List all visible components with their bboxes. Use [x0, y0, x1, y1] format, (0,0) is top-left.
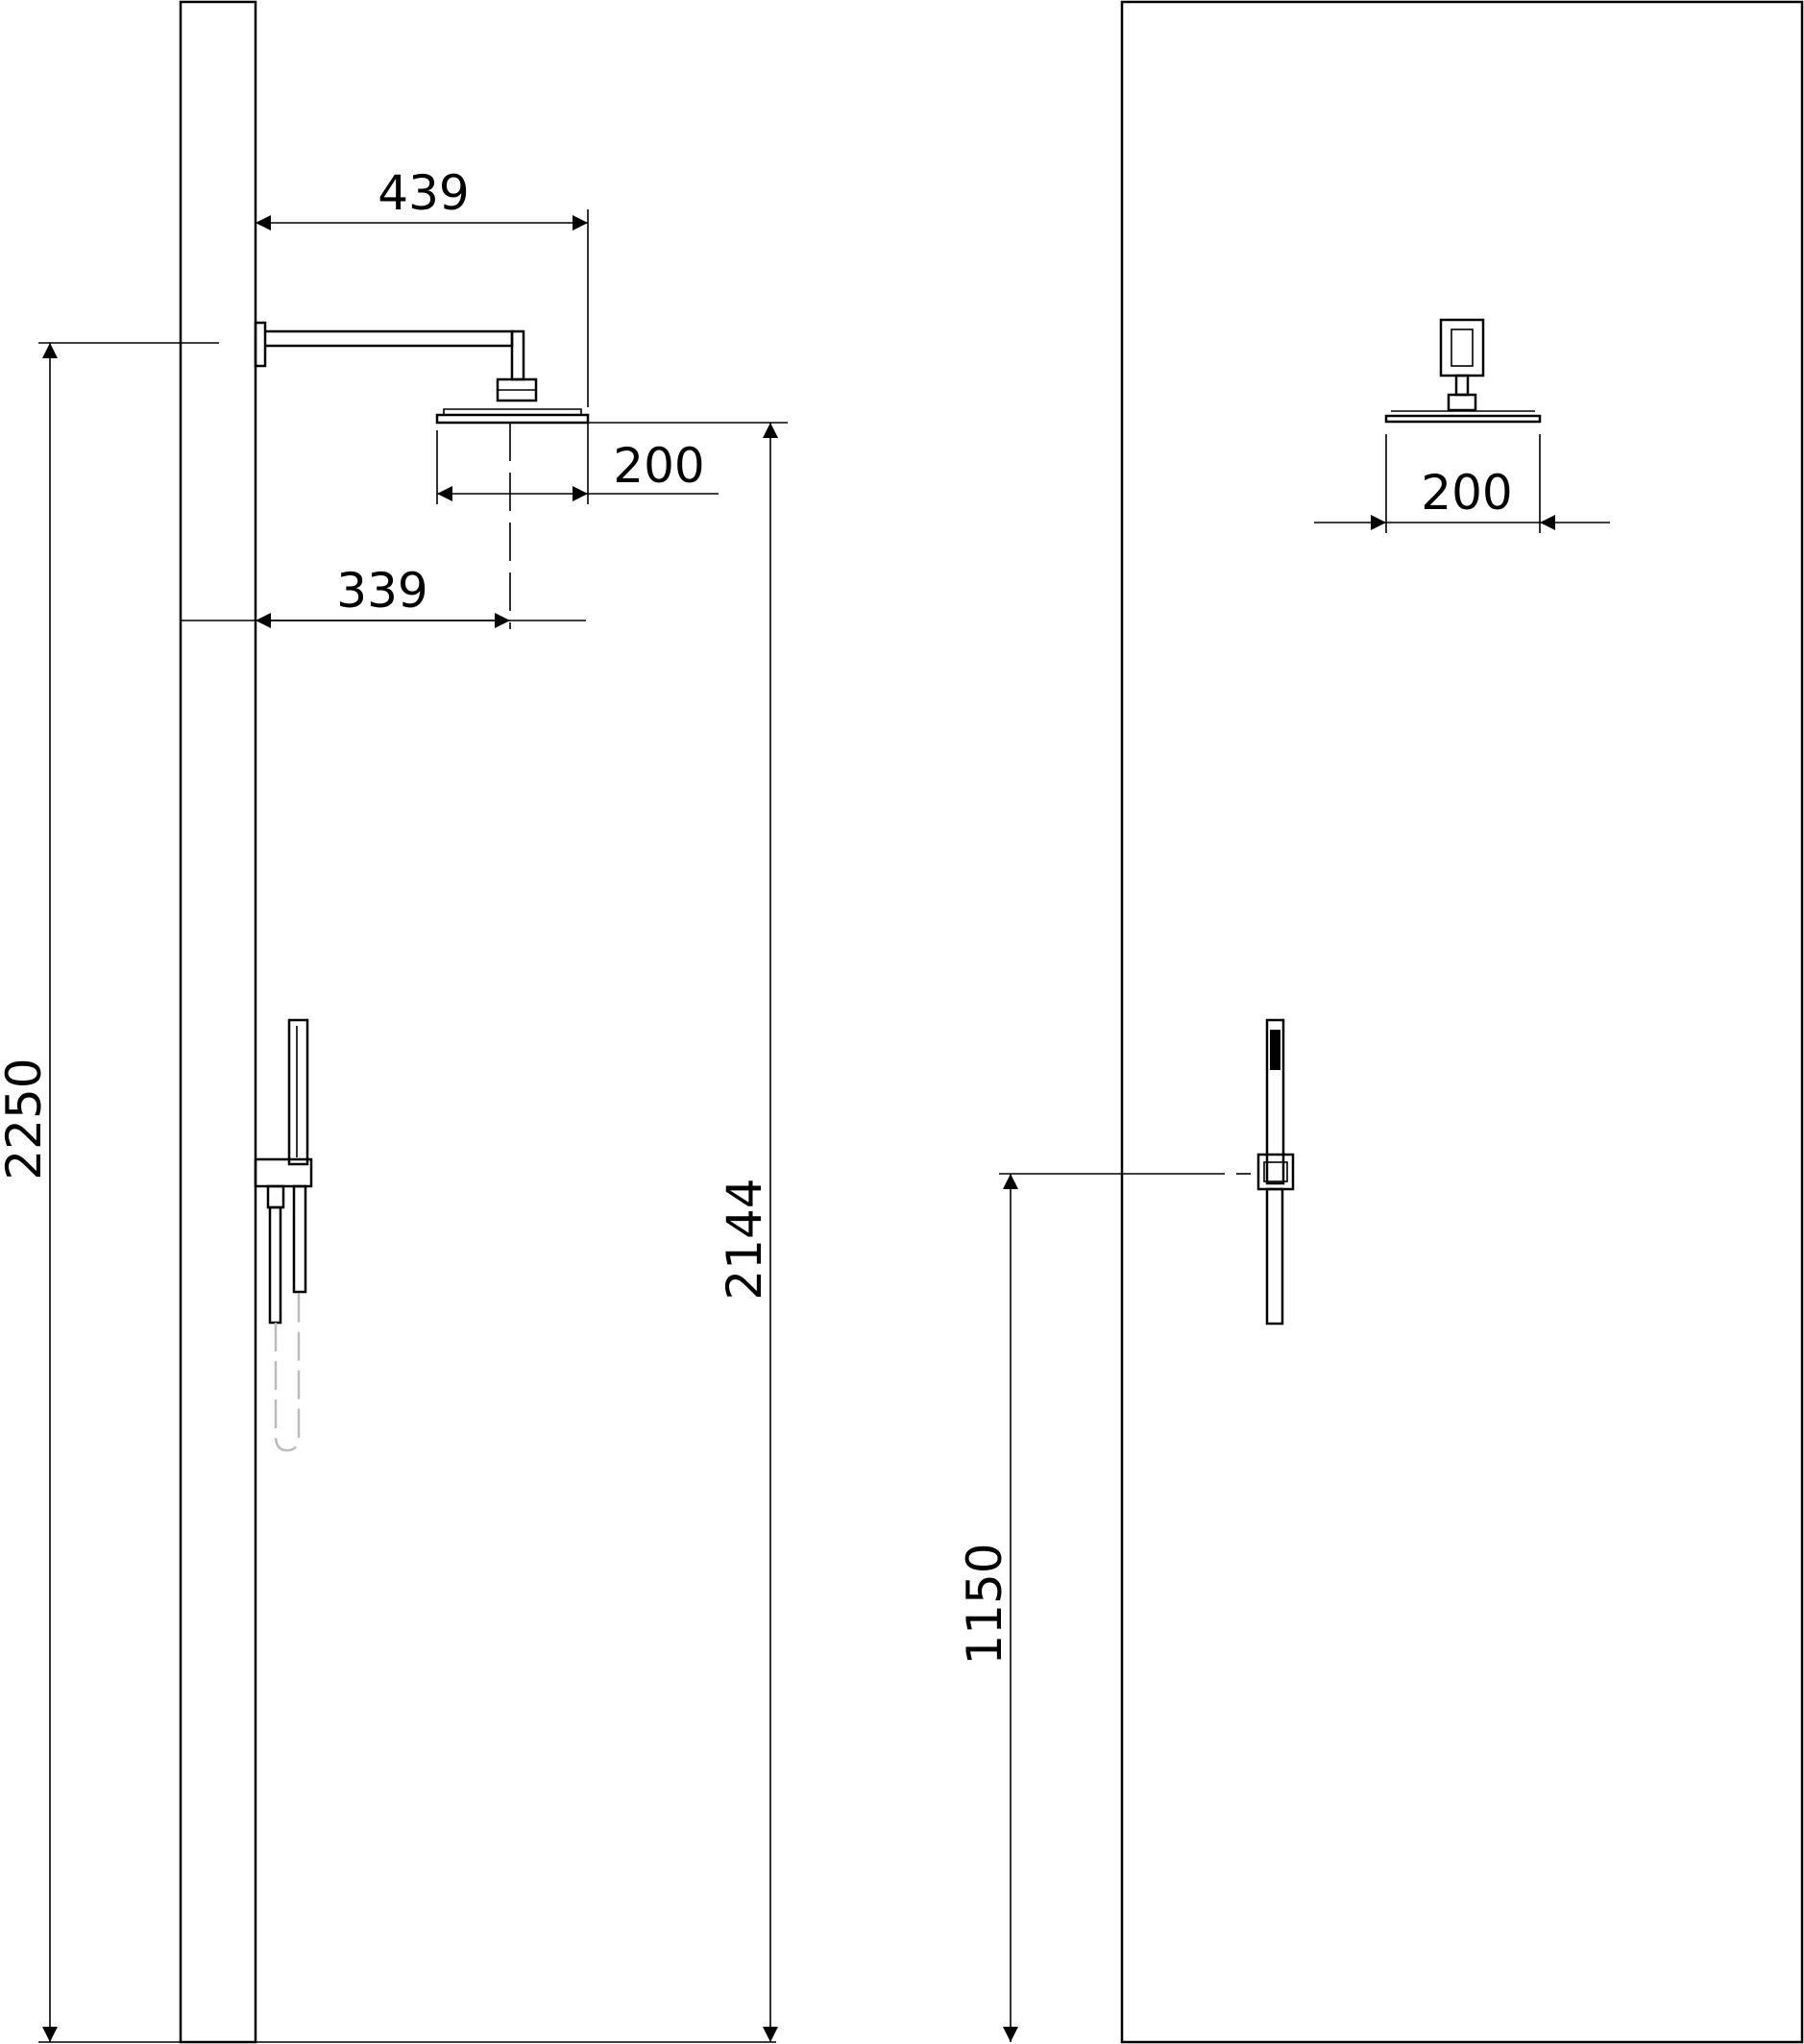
shower-arm: [254, 321, 538, 402]
wall-section: [179, 0, 257, 2044]
overhead-shower-head: [435, 408, 590, 425]
dim-head-width-front: 200: [1314, 434, 1610, 533]
dim-arm-projection: 439: [256, 165, 589, 407]
overhead-shower-front: [1384, 318, 1542, 424]
wall-front: [1120, 0, 1804, 2044]
dim-head-width-front-label: 200: [1421, 465, 1512, 521]
dim-head-height-label: 2144: [717, 1178, 772, 1300]
dim-head-center: 339: [181, 563, 586, 628]
dim-head-height: 2144: [588, 422, 788, 2042]
dim-arm-projection-label: 439: [378, 165, 469, 221]
dim-total-height: 2250: [0, 342, 219, 2042]
spray-face: [1270, 1030, 1280, 1070]
dim-head-width-side: 200: [436, 423, 719, 504]
hand-shower-front: [1256, 1018, 1295, 1326]
dim-handshower-height-label: 1150: [957, 1543, 1012, 1665]
dim-total-height-label: 2250: [0, 1058, 52, 1180]
dim-head-width-side-label: 200: [613, 438, 704, 494]
dim-head-center-label: 339: [336, 563, 427, 619]
front-view: 200 1150: [957, 0, 1804, 2044]
dim-handshower-height: 1150: [957, 1173, 1251, 2042]
hand-shower-side: [254, 1018, 313, 1452]
hose-ghost: [274, 1292, 301, 1452]
side-view: 439 200 339 2250 2144: [0, 0, 788, 2044]
